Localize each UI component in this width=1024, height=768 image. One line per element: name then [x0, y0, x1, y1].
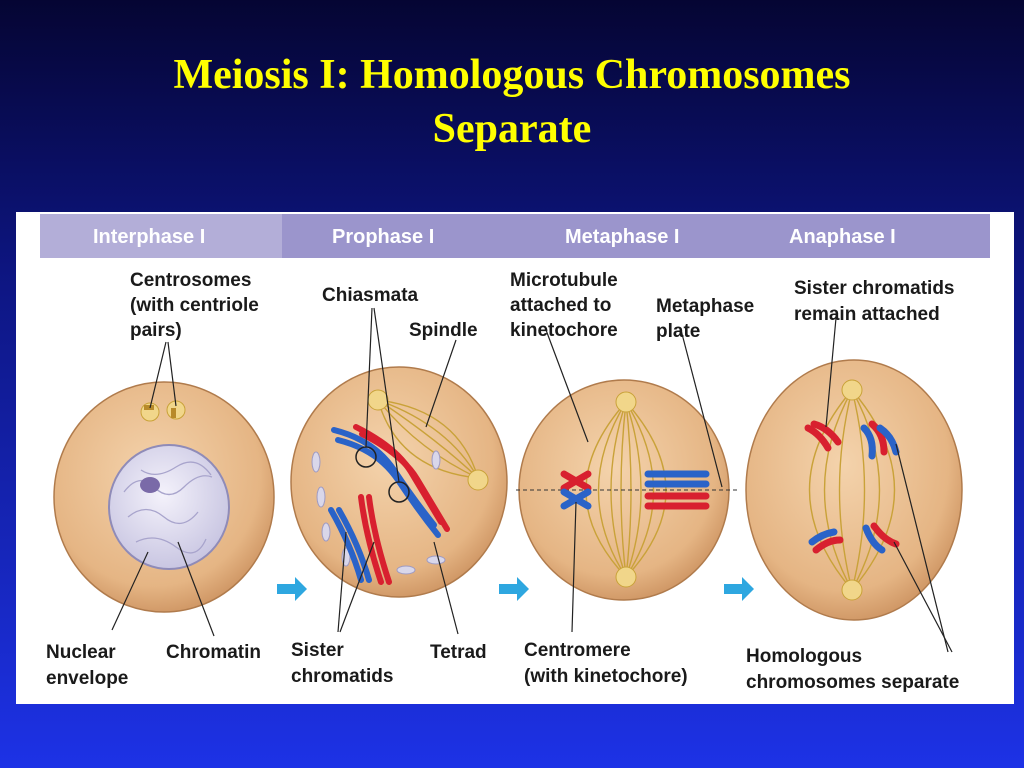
label-chiasmata: Chiasmata — [322, 285, 419, 306]
tetrad-lower — [328, 494, 392, 585]
centrosome-icon — [367, 389, 389, 411]
centrosome-icon — [467, 469, 489, 491]
leader-lines — [111, 307, 953, 653]
interphase-header-cell — [40, 214, 282, 258]
interphase-cell — [53, 381, 275, 613]
title-line-1: Meiosis I: Homologous Chromosomes — [173, 52, 851, 98]
label-centromere: Centromere (with kinetochore) — [524, 640, 688, 687]
label-nuclear-envelope: Nuclear envelope — [46, 642, 128, 689]
phase-label-interphase: Interphase I — [93, 226, 205, 248]
label-chromatin: Chromatin — [166, 642, 261, 663]
metaphase-cell — [516, 379, 738, 601]
label-tetrad: Tetrad — [430, 642, 487, 663]
title-line-2: Separate — [432, 106, 592, 152]
tetrad-upper — [331, 424, 450, 538]
meiosis-figure: Interphase I Prophase I Metaphase I Anap… — [16, 212, 1014, 704]
anaphase-chromosomes-top — [804, 420, 900, 460]
label-homologous-separate: Homologous chromosomes separate — [746, 646, 959, 693]
centrosome-icon — [841, 379, 863, 401]
centrosome-icon — [615, 391, 637, 413]
nucleolus — [140, 477, 160, 493]
phase-label-anaphase: Anaphase I — [789, 226, 896, 248]
chromatin-texture — [123, 461, 213, 554]
phase-label-metaphase: Metaphase I — [565, 226, 679, 248]
nucleus — [108, 444, 230, 570]
right-arrow-icon — [724, 577, 754, 601]
label-centrosomes: Centrosomes (with centriole pairs) — [130, 270, 264, 341]
prophase-spindle — [377, 399, 479, 479]
label-microtubule: Microtubule attached to kinetochore — [510, 270, 623, 341]
label-sister-chromatids-attached: Sister chromatids remain attached — [794, 278, 960, 325]
meiosis-diagram: Interphase I Prophase I Metaphase I Anap… — [40, 214, 990, 693]
nuclear-envelope-fragments — [311, 450, 446, 575]
slide-title: Meiosis I: Homologous Chromosomes Separa… — [0, 48, 1024, 156]
phase-label-prophase: Prophase I — [332, 226, 434, 248]
label-spindle: Spindle — [409, 320, 478, 341]
anaphase-spindle — [808, 389, 896, 591]
right-arrow-icon — [499, 577, 529, 601]
centrosome-icon — [140, 400, 186, 422]
right-arrow-icon — [277, 577, 307, 601]
centrosome-icon — [841, 579, 863, 601]
anaphase-cell — [745, 359, 963, 621]
centrosome-icon — [615, 566, 637, 588]
label-metaphase-plate: Metaphase plate — [656, 296, 759, 342]
metaphase-tetrad-left — [560, 470, 592, 510]
label-sister-chromatids: Sister chromatids — [291, 640, 393, 687]
metaphase-tetrad-right — [644, 470, 710, 510]
